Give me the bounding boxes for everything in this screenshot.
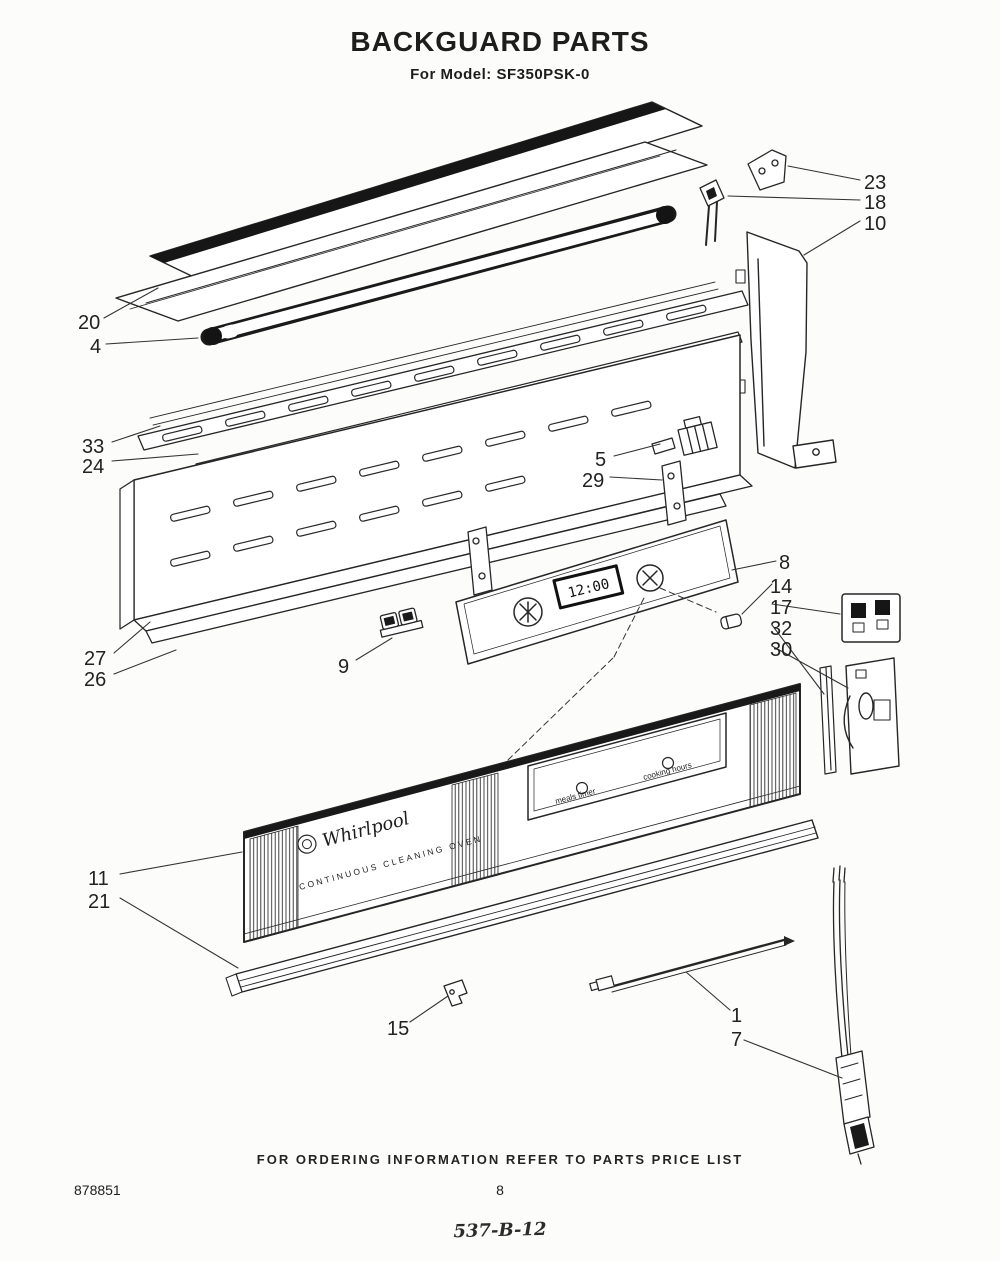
callout-21: 21 (88, 891, 111, 913)
end-bracket (735, 231, 837, 469)
callout-17: 17 (770, 597, 793, 619)
front-control-panel: meals timer cooking hours Whirlpool CONT… (243, 683, 801, 943)
ordering-note: FOR ORDERING INFORMATION REFER TO PARTS … (256, 1152, 744, 1167)
clock-transformer (651, 415, 718, 456)
page-number: 8 (496, 1182, 504, 1198)
knob-end-cap (720, 613, 743, 630)
rocker-switch (379, 607, 424, 638)
callout-23: 23 (864, 172, 887, 194)
callout-20: 20 (78, 312, 101, 334)
page-title: BACKGUARD PARTS (350, 26, 650, 57)
callout-26: 26 (84, 669, 107, 691)
callout-1: 1 (731, 1005, 743, 1027)
callout-14: 14 (770, 576, 793, 598)
callout-32: 32 (770, 618, 793, 640)
callout-10: 10 (864, 213, 887, 235)
ground-rod (589, 936, 795, 993)
callout-9: 9 (338, 656, 350, 678)
wiring-harness (832, 865, 875, 1165)
model-subtitle: For Model: SF350PSK-0 (410, 66, 590, 83)
rear-top-cap (149, 101, 703, 281)
callout-24: 24 (82, 456, 105, 478)
retainer-clip (443, 979, 468, 1007)
callout-11: 11 (88, 868, 109, 890)
callout-7: 7 (731, 1029, 743, 1051)
selector-switch-block (841, 593, 901, 643)
callout-29: 29 (582, 470, 605, 492)
doc-number: 878851 (74, 1182, 121, 1198)
spacer-strip (819, 665, 837, 775)
fluorescent-tube (200, 205, 677, 346)
callout-27: 27 (84, 648, 107, 670)
callout-15: 15 (387, 1018, 410, 1040)
callout-8: 8 (779, 552, 791, 574)
support-strap-right (661, 460, 687, 526)
assembly-guide-lines (507, 587, 717, 761)
top-cap (115, 141, 708, 322)
lower-trim-channel (225, 819, 819, 997)
callout-4: 4 (90, 336, 102, 358)
callout-33: 33 (82, 436, 105, 458)
callout-leader-lines (103, 165, 861, 1079)
side-bracket (843, 657, 900, 775)
callout-18: 18 (864, 192, 887, 214)
mounting-bracket (747, 149, 787, 191)
slotted-trim-strip (137, 281, 749, 451)
support-strap-left (467, 526, 493, 596)
backguard-main-panel (119, 334, 753, 644)
callout-30: 30 (770, 639, 793, 661)
control-panel-insert: 12:00 (455, 519, 739, 665)
grommet-pin (699, 179, 725, 246)
callout-5: 5 (595, 449, 607, 471)
